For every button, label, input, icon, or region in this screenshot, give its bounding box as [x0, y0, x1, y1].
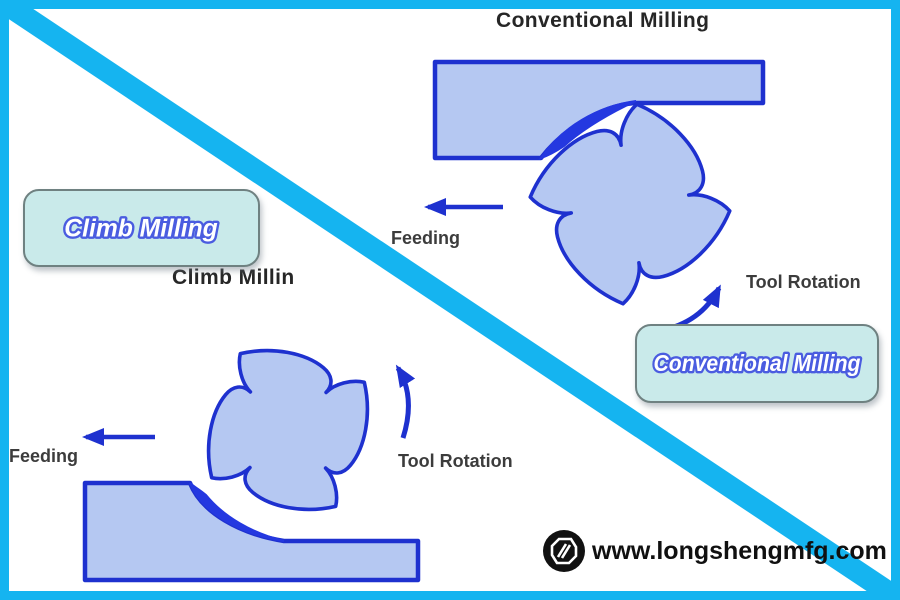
conventional-badge: Conventional Milling — [635, 324, 879, 403]
climb-cutter-icon — [206, 348, 370, 512]
climb-feeding-label: Feeding — [9, 446, 79, 466]
climb-chip — [189, 482, 285, 542]
longsheng-logo-icon — [543, 530, 585, 572]
conventional-title: Conventional Milling — [496, 9, 710, 32]
footer-watermark: www.longshengmfg.com — [541, 528, 887, 574]
climb-badge-label: Climb Milling — [64, 215, 217, 242]
conventional-badge-label: Conventional Milling — [654, 350, 861, 376]
conventional-rotation-label: Tool Rotation — [746, 272, 861, 292]
conventional-cutter-icon — [528, 102, 732, 306]
conventional-chip — [538, 100, 637, 160]
climb-rotation-label: Tool Rotation — [398, 451, 513, 471]
website-text: www.longshengmfg.com — [592, 536, 887, 565]
climb-badge: Climb Milling — [23, 189, 260, 267]
climb-rotation-arrow-icon — [395, 364, 416, 439]
climb-caption: Climb Millin — [172, 266, 295, 289]
conventional-feeding-label: Feeding — [391, 228, 461, 248]
